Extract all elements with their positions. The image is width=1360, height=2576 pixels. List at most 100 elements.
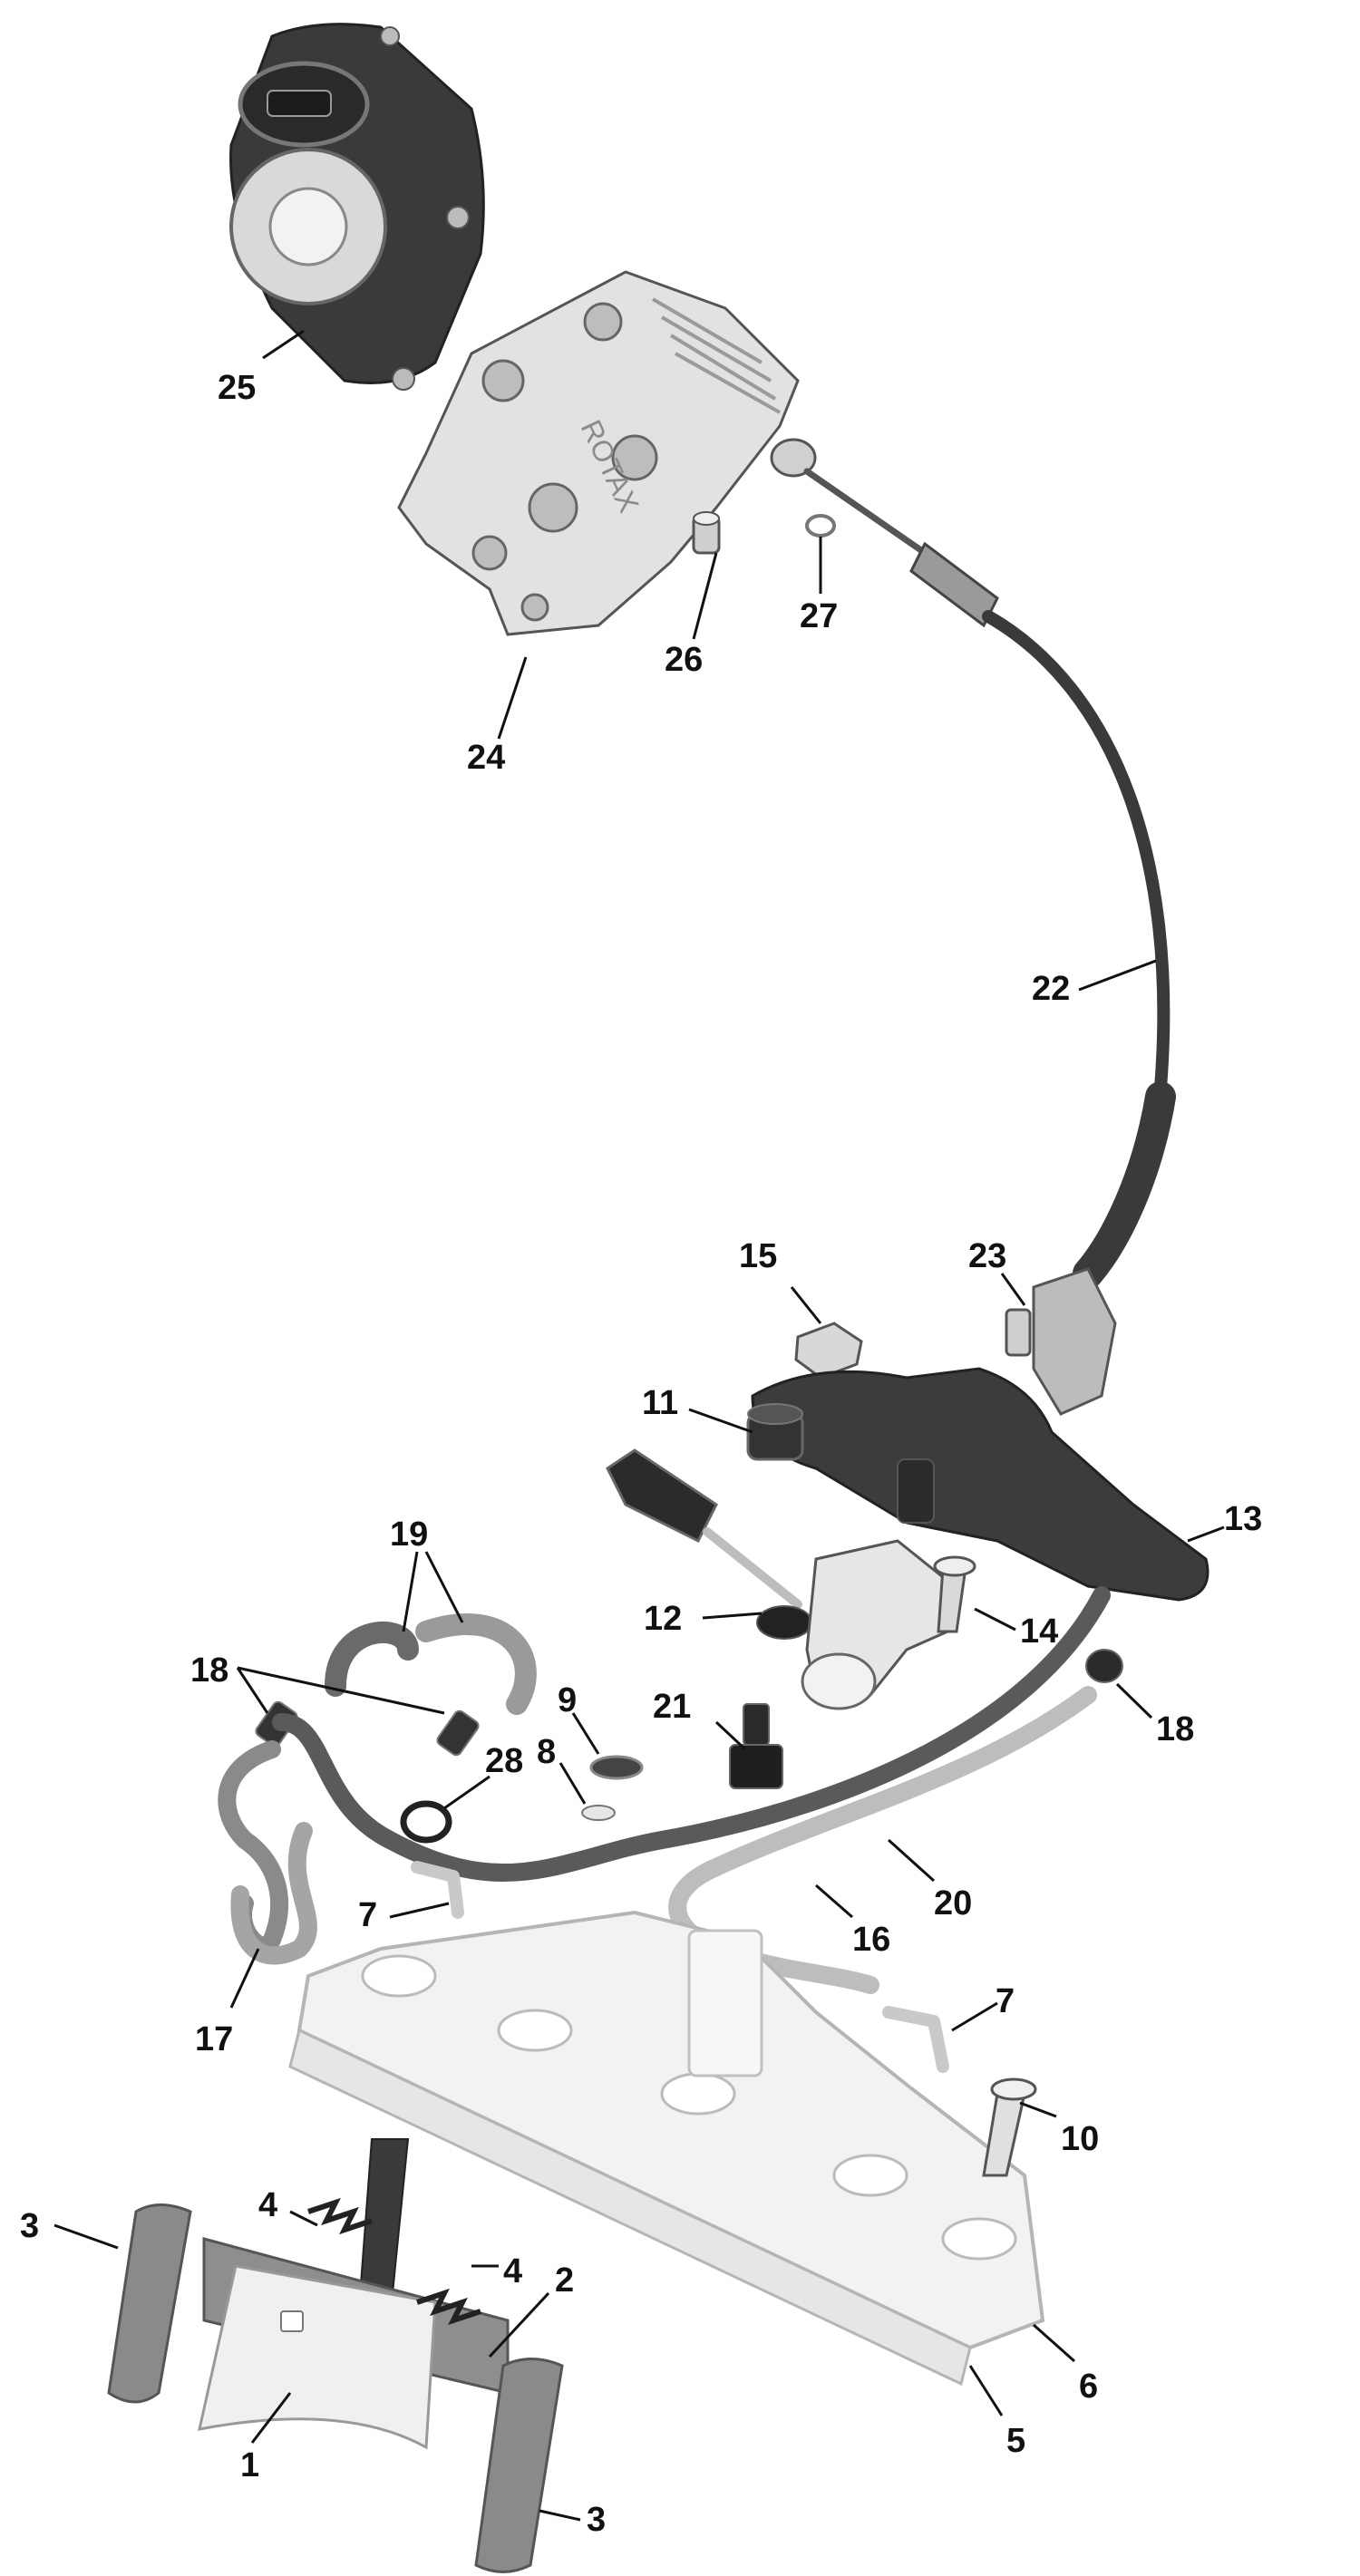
- callout-11: 11: [642, 1384, 678, 1422]
- callout-7-left: 7: [358, 1896, 377, 1934]
- callout-9: 9: [558, 1681, 577, 1719]
- bleeder-21: [729, 1703, 783, 1789]
- callout-3-left: 3: [20, 2207, 39, 2245]
- callout-22: 22: [1032, 970, 1070, 1008]
- manifold-tower: [687, 1929, 763, 2077]
- bracket-slot: [280, 2310, 304, 2332]
- callout-10: 10: [1061, 2120, 1099, 2158]
- bolt-14: [933, 1555, 976, 1633]
- clamp-28: [400, 1800, 452, 1844]
- cable-end-fitting: [1032, 1267, 1117, 1416]
- grommet-11: [746, 1403, 804, 1461]
- leader-lines: [53, 329, 1225, 2522]
- callout-21: 21: [653, 1688, 691, 1726]
- stud-bolt: [692, 511, 721, 555]
- ring-9: [589, 1755, 644, 1780]
- nut-15: [794, 1322, 863, 1380]
- actuator-motor-cap: [268, 187, 348, 266]
- bracket-hole: [520, 593, 549, 622]
- callout-4-left: 4: [258, 2186, 277, 2224]
- roller-3: [107, 2203, 192, 2404]
- washer: [805, 514, 836, 537]
- check-valve: [1085, 1649, 1123, 1683]
- throttle-actuator: [229, 23, 485, 391]
- cable-sheath: [982, 610, 1171, 1094]
- cable-inner-wire: [803, 468, 928, 557]
- throttle-cable: [770, 438, 1176, 1416]
- cable-adjuster: [909, 541, 999, 628]
- callout-25: 25: [218, 369, 256, 407]
- hose-elbows-19: [325, 1612, 537, 1715]
- vacuum-hoses: [218, 1586, 1111, 1994]
- check-valves-18: [255, 1649, 1123, 1757]
- sensor-grommet: [756, 1605, 812, 1640]
- callout-1: 1: [240, 2446, 259, 2484]
- callout-18-left: 18: [190, 1651, 228, 1690]
- hose-elbow: [325, 1622, 419, 1697]
- sensor-wire: [703, 1527, 802, 1609]
- bracket-hole: [471, 535, 508, 571]
- callout-13: 13: [1224, 1500, 1262, 1538]
- spring-4: [307, 2197, 373, 2235]
- callout-12: 12: [644, 1600, 682, 1638]
- callout-7-right: 7: [996, 1982, 1015, 2020]
- manifold-flange: [288, 2028, 972, 2387]
- callout-19: 19: [390, 1516, 428, 1554]
- manifold-port: [361, 1954, 437, 1998]
- roller-3: [474, 2358, 564, 2573]
- callout-14: 14: [1020, 1612, 1058, 1651]
- fitting: [411, 1861, 464, 1919]
- callout-27: 27: [800, 597, 838, 635]
- callout-17: 17: [195, 2020, 233, 2058]
- screw-23: [1005, 1308, 1032, 1357]
- bracket-ribs: [651, 297, 781, 414]
- manifold-port: [497, 2009, 573, 2052]
- callout-16: 16: [852, 1921, 890, 1959]
- callout-23: 23: [968, 1237, 1006, 1275]
- callout-24: 24: [467, 739, 505, 777]
- bolt-10: [982, 2077, 1037, 2177]
- sensor-tip: [801, 1652, 877, 1710]
- bracket-hole: [583, 302, 623, 342]
- sensor-12: [606, 1448, 949, 1710]
- callout-labels: 25 24 26 27 22 23 15 11 13 12 14 19 18 1…: [20, 369, 1262, 2539]
- throttle-shaft-assembly: [107, 2138, 564, 2573]
- fitting: [882, 2006, 949, 2073]
- actuator-screw: [446, 206, 470, 229]
- manifold-port: [660, 2072, 736, 2116]
- sensor-connector: [606, 1448, 718, 1544]
- actuator-screw: [392, 367, 415, 391]
- manifold-port: [832, 2154, 908, 2197]
- bracket-hole: [481, 359, 525, 402]
- actuator-plug: [267, 90, 332, 117]
- callout-3-right: 3: [587, 2501, 606, 2539]
- actuator-screw: [380, 26, 400, 46]
- callout-28: 28: [485, 1742, 523, 1780]
- callout-26: 26: [665, 641, 703, 679]
- cable-ring-terminal: [770, 438, 817, 478]
- fittings-7: [411, 1861, 949, 2073]
- hose-20: [272, 1586, 1111, 1883]
- hose-16: [668, 1686, 1097, 1994]
- check-valve: [436, 1709, 480, 1757]
- callout-2: 2: [555, 2261, 574, 2300]
- callout-15: 15: [739, 1237, 777, 1275]
- callout-20: 20: [934, 1884, 972, 1922]
- spring-4: [416, 2288, 481, 2326]
- mounting-bracket: ROTAX: [397, 270, 800, 636]
- cable-boot: [1073, 1081, 1176, 1289]
- bracket-hole: [528, 482, 578, 533]
- washer-8: [581, 1805, 616, 1821]
- callout-5: 5: [1006, 2422, 1025, 2460]
- callout-18-right: 18: [1156, 1710, 1194, 1748]
- callout-8: 8: [537, 1733, 556, 1771]
- hose-elbow: [415, 1612, 537, 1715]
- bracket-center: [198, 2264, 437, 2450]
- callout-4-right: 4: [503, 2252, 522, 2290]
- callout-6: 6: [1079, 2368, 1098, 2406]
- intake-manifold: [288, 1910, 1045, 2387]
- manifold-port: [941, 2217, 1017, 2261]
- bracket-hole: [611, 434, 658, 481]
- housing-boss: [897, 1458, 935, 1524]
